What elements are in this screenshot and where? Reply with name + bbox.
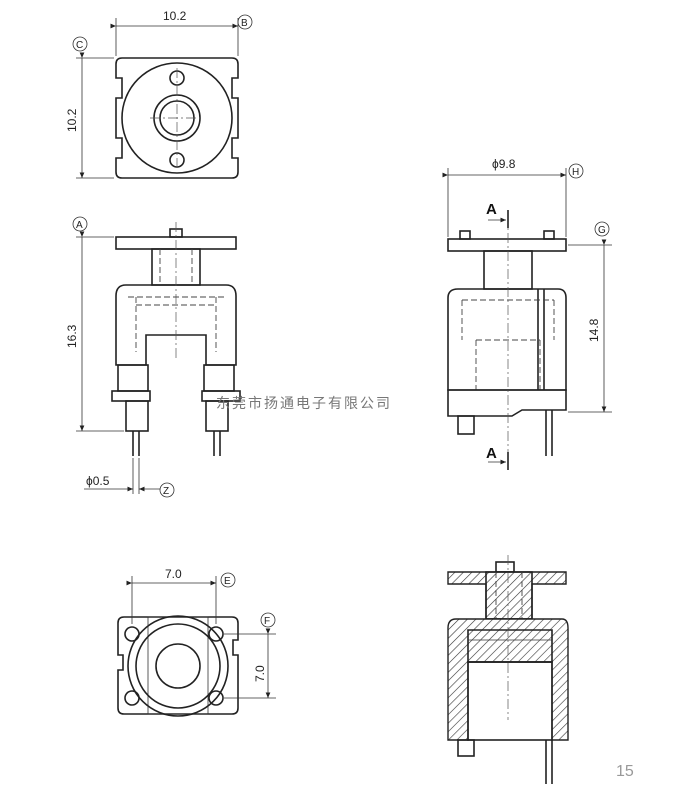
- pin-diameter-label: ϕ0.5: [86, 474, 110, 488]
- bottom-view: 7.0 E 7.0 F: [117, 567, 276, 717]
- bottom-width-label: 7.0: [165, 567, 182, 581]
- tag-z: Z: [163, 486, 169, 497]
- watermark: 东莞市扬通电子有限公司: [216, 395, 392, 412]
- tag-c: C: [76, 40, 83, 51]
- side-height-label: 14.8: [587, 318, 601, 342]
- front-view: 16.3 A ϕ0.5 Z: [65, 216, 241, 498]
- side-view: A A ϕ9.8 H 14.8 G: [442, 157, 612, 470]
- side-diameter-label: ϕ9.8: [492, 157, 516, 171]
- top-width-label: 10.2: [163, 9, 187, 23]
- tag-b: B: [241, 18, 248, 29]
- front-height-label: 16.3: [65, 324, 79, 348]
- tag-f: F: [264, 616, 270, 627]
- bottom-height-label: 7.0: [253, 665, 267, 682]
- section-label-top: A: [486, 201, 497, 218]
- tag-h: H: [572, 167, 579, 178]
- top-height-label: 10.2: [65, 108, 79, 132]
- tag-e: E: [224, 576, 231, 587]
- page-number: 15: [616, 763, 634, 780]
- tag-a: A: [76, 220, 83, 231]
- top-view: 10.2 B 10.2 C: [65, 9, 253, 179]
- section-view: [447, 555, 569, 784]
- tag-g: G: [598, 225, 606, 236]
- section-label-bottom: A: [486, 445, 497, 462]
